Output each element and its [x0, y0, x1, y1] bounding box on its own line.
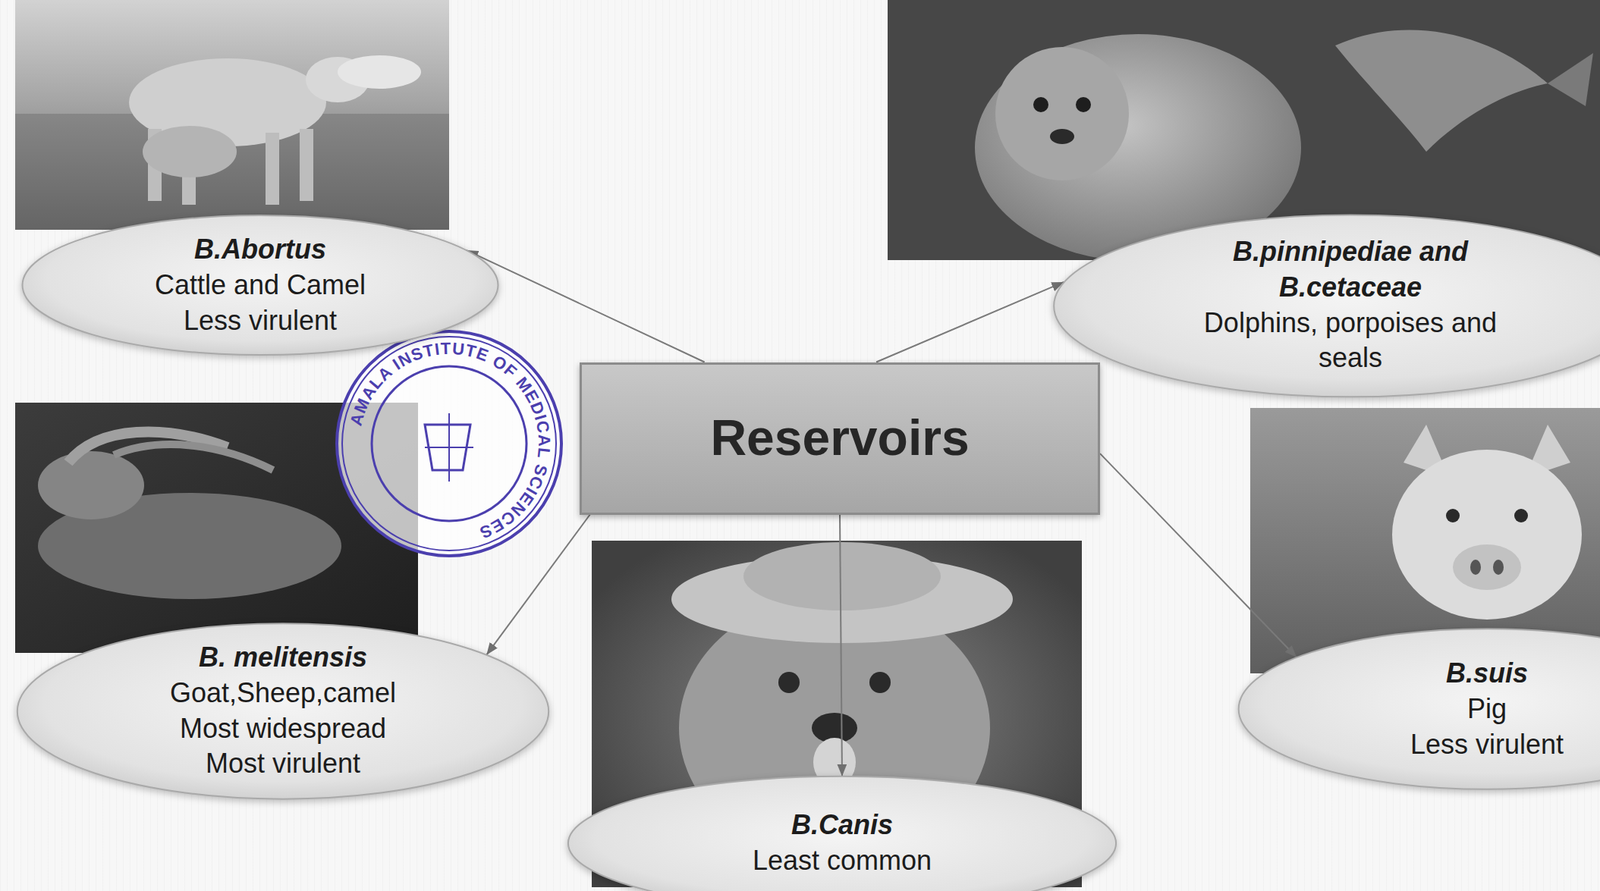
reservoirs-box: Reservoirs — [579, 362, 1101, 516]
host-note: Most virulent — [205, 747, 361, 783]
node-content: B.CanisLeast common — [565, 807, 1119, 880]
node-content: B. melitensisGoat,Sheep,camelMost widesp… — [15, 640, 551, 783]
species-name: B.pinnipediae and B.cetaceae — [1198, 234, 1503, 306]
species-name: B. melitensis — [198, 640, 368, 676]
species-ellipse: B. melitensisGoat,Sheep,camelMost widesp… — [15, 622, 551, 802]
node-content: B.suisPigLess virulent — [1236, 656, 1600, 763]
reservoir-arrow — [486, 515, 590, 656]
reservoir-arrow — [839, 515, 843, 777]
species-ellipse: B.suisPigLess virulent — [1236, 627, 1600, 792]
ellipse-outline — [1236, 627, 1600, 792]
species-name: B.Abortus — [194, 232, 327, 268]
reservoir-arrow — [465, 250, 705, 363]
reservoir-arrow — [876, 282, 1064, 363]
species-name: B.Canis — [791, 807, 893, 844]
host-note: Dolphins, porpoises and seals — [1198, 305, 1503, 378]
stamp-text: AMALA INSTITUTE OF MEDICAL SCIENCES — [345, 339, 554, 544]
institute-stamp: AMALA INSTITUTE OF MEDICAL SCIENCES — [336, 331, 562, 557]
reservoir-arrow — [1100, 453, 1297, 658]
node-content: B.AbortusCattle and CamelLess virulent — [20, 232, 500, 339]
host-note: Goat,Sheep,camel — [169, 675, 397, 712]
host-note: Least common — [752, 843, 932, 880]
species-ellipse: B.AbortusCattle and CamelLess virulent — [20, 213, 500, 357]
host-note: Less virulent — [183, 302, 337, 339]
host-note: Less virulent — [1410, 726, 1564, 763]
node-content: B.pinnipediae and B.cetaceaeDolphins, po… — [1051, 234, 1600, 377]
cow-photo — [15, 0, 450, 230]
host-note: Most widespread — [179, 711, 387, 748]
reservoirs-title: Reservoirs — [710, 408, 969, 469]
species-name: B.suis — [1445, 656, 1528, 692]
species-ellipse: B.pinnipediae and B.cetaceaeDolphins, po… — [1051, 213, 1600, 400]
species-ellipse: B.CanisLeast common — [565, 775, 1119, 891]
host-note: Pig — [1467, 691, 1507, 728]
node-content: Reservoirs — [581, 408, 1098, 469]
host-note: Cattle and Camel — [154, 267, 366, 304]
